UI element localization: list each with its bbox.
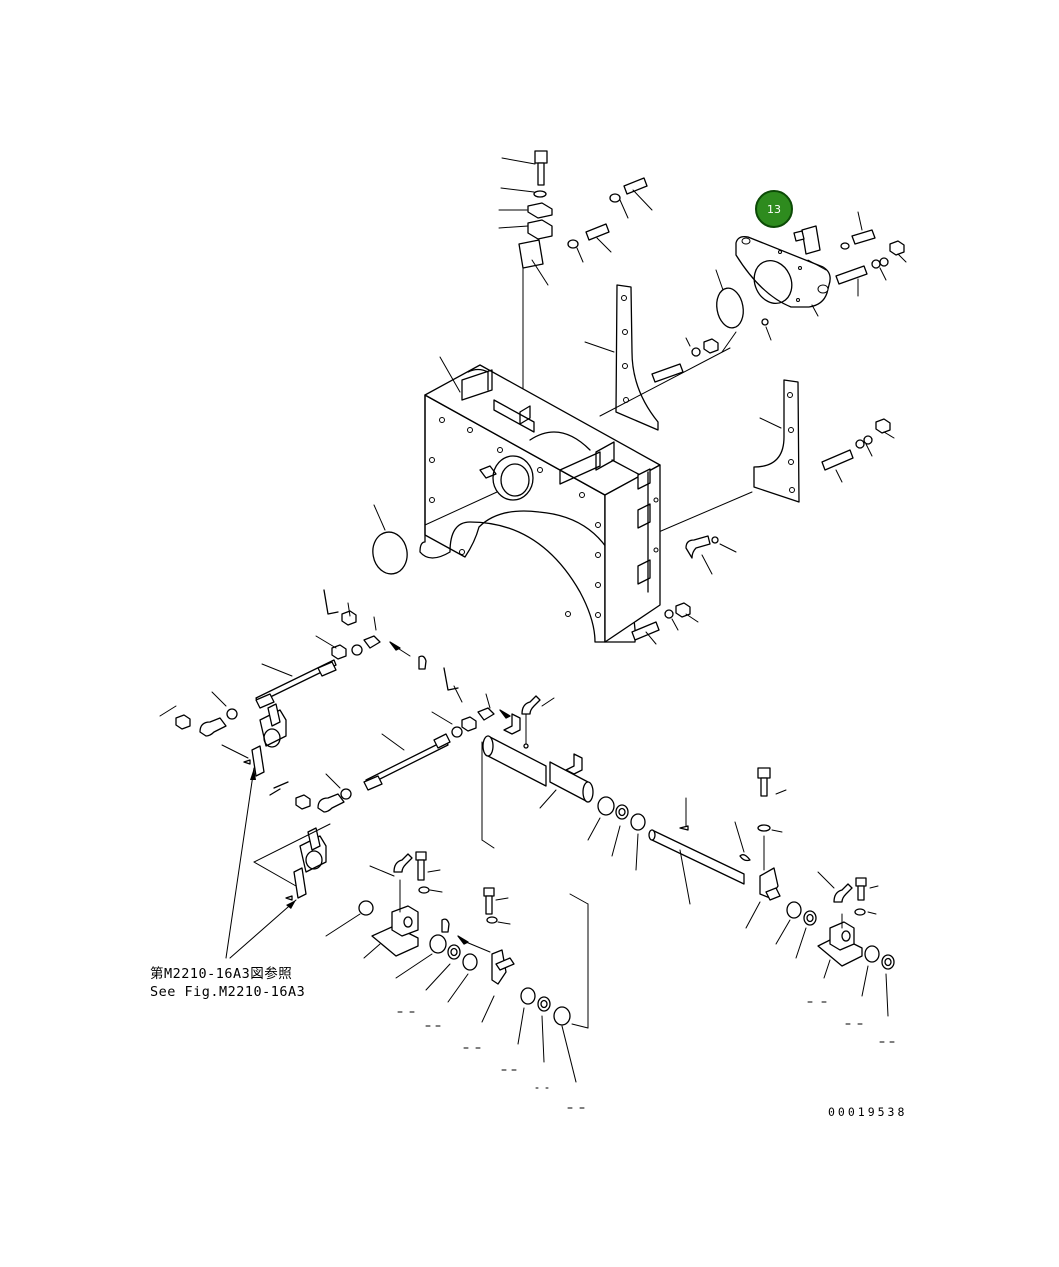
bell-crank-middle [253,823,331,901]
pillow-block-left [325,851,450,959]
drawing-number: 00019538 [828,1105,908,1119]
callout-13[interactable]: 13 [755,190,793,228]
o-ring-left [372,504,408,575]
right-lever-group [745,767,817,959]
main-frame [419,356,661,643]
bushings-upper [587,796,646,871]
reference-note: 第M2210-16A3図参照 See Fig.M2210-16A3 [150,965,305,1001]
bushings-lower [395,887,589,1109]
bell-crank-left [159,691,287,777]
pillow-block-right [807,871,895,1043]
callout-13-label: 13 [767,202,781,216]
long-shaft [648,797,751,905]
upper-side-plate [584,284,731,431]
linkage-rod-lower [269,667,511,813]
top-bolt-group [498,150,653,471]
reference-note-en: See Fig.M2210-16A3 [150,984,306,1000]
linkage-rod-upper [255,589,427,709]
reference-note-ja: 第M2210-16A3図参照 [150,966,293,982]
flange-plate-group [715,211,907,353]
shaft-housing [481,695,594,849]
reference-arrows [225,767,297,959]
frame-fittings [631,535,737,645]
lower-side-plate [639,379,895,541]
